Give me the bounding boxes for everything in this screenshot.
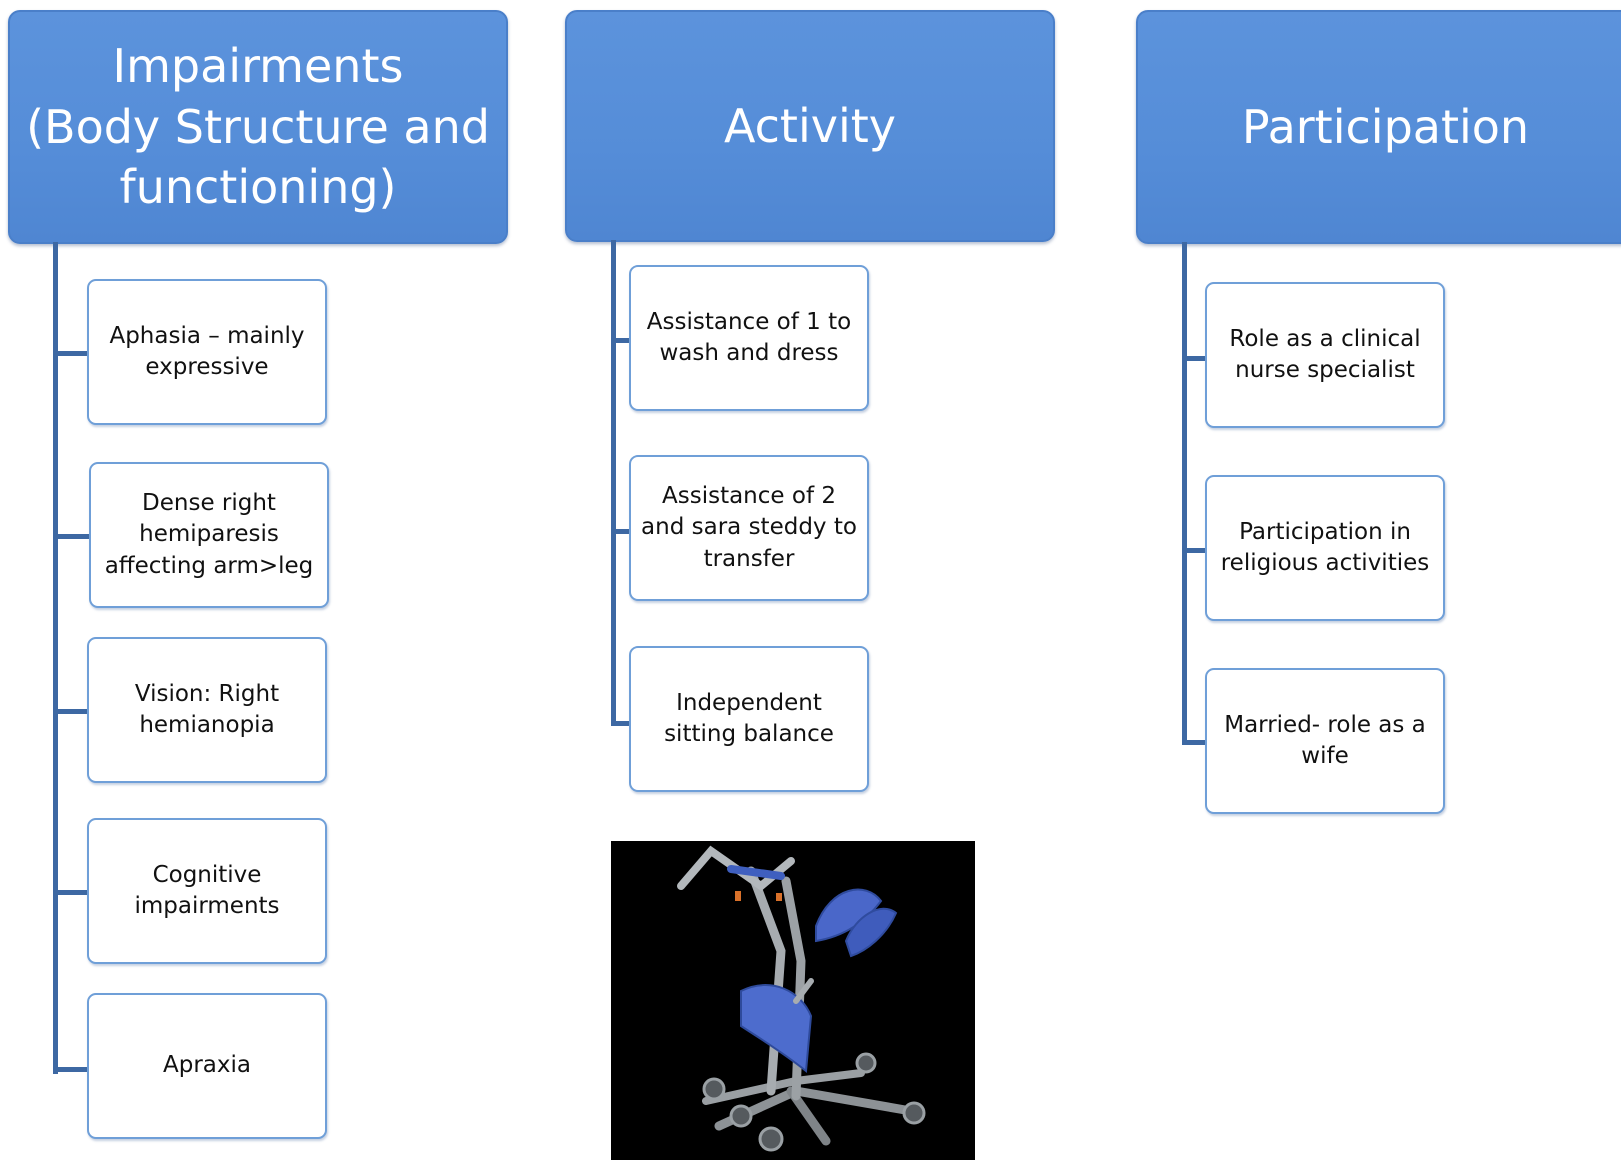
participation-header-title: Participation bbox=[1241, 99, 1530, 154]
activity-spine bbox=[611, 240, 616, 726]
standing-transfer-aid-image bbox=[611, 841, 975, 1160]
standing-aid-icon bbox=[677, 845, 926, 1152]
impairments-spine bbox=[53, 242, 58, 1074]
participation-box-married: Married- role as a wife bbox=[1205, 668, 1445, 814]
impairment-box-apraxia: Apraxia bbox=[87, 993, 327, 1139]
participation-connector bbox=[1182, 356, 1206, 361]
activity-label: Assistance of 2 and sara steddy to trans… bbox=[641, 483, 857, 572]
impairment-box-aphasia: Aphasia – mainly expressive bbox=[87, 279, 327, 425]
impairments-header-title: Impairments (Body Structure and function… bbox=[26, 38, 490, 215]
impairment-box-hemiparesis: Dense right hemiparesis affecting arm>le… bbox=[89, 462, 329, 608]
participation-box-role: Role as a clinical nurse specialist bbox=[1205, 282, 1445, 428]
activity-connector bbox=[611, 338, 631, 343]
participation-spine bbox=[1182, 242, 1187, 745]
activity-header: Activity bbox=[565, 10, 1055, 242]
activity-header-title: Activity bbox=[723, 98, 897, 153]
impairments-connector bbox=[53, 709, 89, 714]
impairments-connector bbox=[53, 1067, 89, 1072]
impairments-connector bbox=[53, 890, 89, 895]
activity-connector bbox=[611, 529, 631, 534]
impairments-header: Impairments (Body Structure and function… bbox=[8, 10, 508, 244]
participation-box-religious: Participation in religious activities bbox=[1205, 475, 1445, 621]
activity-label: Assistance of 1 to wash and dress bbox=[646, 308, 852, 366]
impairment-label: Vision: Right hemianopia bbox=[134, 680, 280, 738]
impairments-connector bbox=[53, 534, 89, 539]
impairment-box-cognitive: Cognitive impairments bbox=[87, 818, 327, 964]
activity-connector bbox=[611, 721, 631, 726]
participation-label: Participation in religious activities bbox=[1220, 518, 1430, 576]
participation-header: Participation bbox=[1136, 10, 1621, 244]
impairment-label: Cognitive impairments bbox=[134, 861, 280, 919]
impairments-connector bbox=[53, 351, 89, 356]
participation-connector bbox=[1182, 740, 1206, 745]
impairment-label: Aphasia – mainly expressive bbox=[109, 322, 305, 380]
activity-box-transfer: Assistance of 2 and sara steddy to trans… bbox=[629, 455, 869, 601]
impairment-label: Dense right hemiparesis affecting arm>le… bbox=[104, 490, 314, 579]
activity-box-wash-dress: Assistance of 1 to wash and dress bbox=[629, 265, 869, 411]
impairment-label: Apraxia bbox=[163, 1052, 251, 1079]
activity-label: Independent sitting balance bbox=[664, 689, 834, 747]
participation-label: Role as a clinical nurse specialist bbox=[1229, 325, 1421, 383]
participation-connector bbox=[1182, 548, 1206, 553]
participation-label: Married- role as a wife bbox=[1224, 711, 1426, 769]
activity-box-sitting: Independent sitting balance bbox=[629, 646, 869, 792]
impairment-box-vision: Vision: Right hemianopia bbox=[87, 637, 327, 783]
